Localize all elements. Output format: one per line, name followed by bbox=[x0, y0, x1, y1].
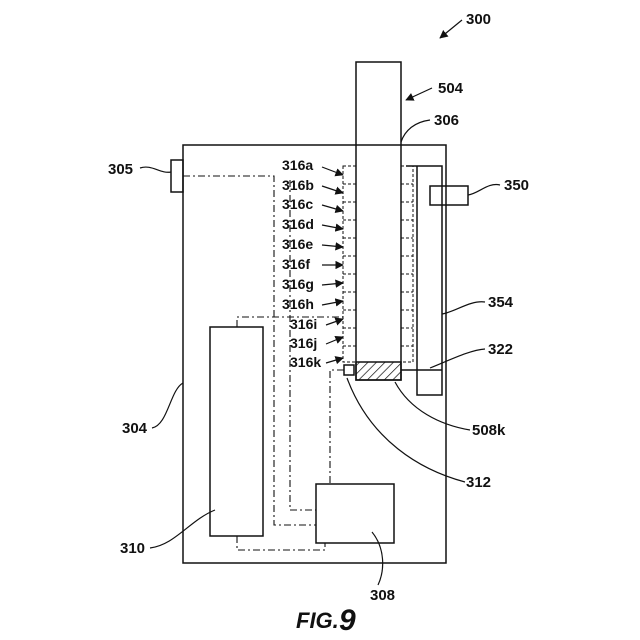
label-508k: 508k bbox=[472, 422, 506, 439]
sensor-array-left bbox=[343, 166, 356, 362]
hatched-element bbox=[356, 362, 401, 380]
label-312: 312 bbox=[466, 474, 491, 491]
battery bbox=[210, 327, 263, 536]
element-312 bbox=[344, 365, 354, 375]
sensor-array-right bbox=[401, 166, 413, 362]
channel bbox=[406, 166, 442, 395]
sensor-dividers-right bbox=[401, 184, 413, 346]
tube bbox=[356, 62, 401, 380]
label-316i: 316i bbox=[290, 316, 317, 332]
figure-caption-number: 9 bbox=[339, 604, 356, 637]
label-316j: 316j bbox=[290, 335, 317, 351]
label-354: 354 bbox=[488, 294, 514, 311]
label-300: 300 bbox=[466, 11, 491, 28]
controller bbox=[316, 484, 394, 543]
label-316b: 316b bbox=[282, 177, 314, 193]
sensor-arrows bbox=[322, 167, 343, 363]
label-322: 322 bbox=[488, 341, 513, 358]
label-316c: 316c bbox=[282, 196, 313, 212]
label-310: 310 bbox=[120, 540, 145, 557]
label-306: 306 bbox=[434, 112, 459, 129]
label-308: 308 bbox=[370, 587, 395, 604]
sensor-box bbox=[430, 186, 468, 205]
label-316e: 316e bbox=[282, 236, 313, 252]
figure-caption-prefix: FIG. bbox=[296, 608, 339, 633]
label-316k: 316k bbox=[290, 354, 321, 370]
label-305: 305 bbox=[108, 161, 133, 178]
label-304: 304 bbox=[122, 420, 148, 437]
label-316d: 316d bbox=[282, 216, 314, 232]
port bbox=[171, 160, 183, 192]
sensor-dividers-left bbox=[343, 184, 356, 346]
label-316h: 316h bbox=[282, 296, 314, 312]
label-316a: 316a bbox=[282, 157, 313, 173]
label-316f: 316f bbox=[282, 256, 310, 272]
label-504: 504 bbox=[438, 80, 464, 97]
label-316g: 316g bbox=[282, 276, 314, 292]
label-350: 350 bbox=[504, 177, 529, 194]
